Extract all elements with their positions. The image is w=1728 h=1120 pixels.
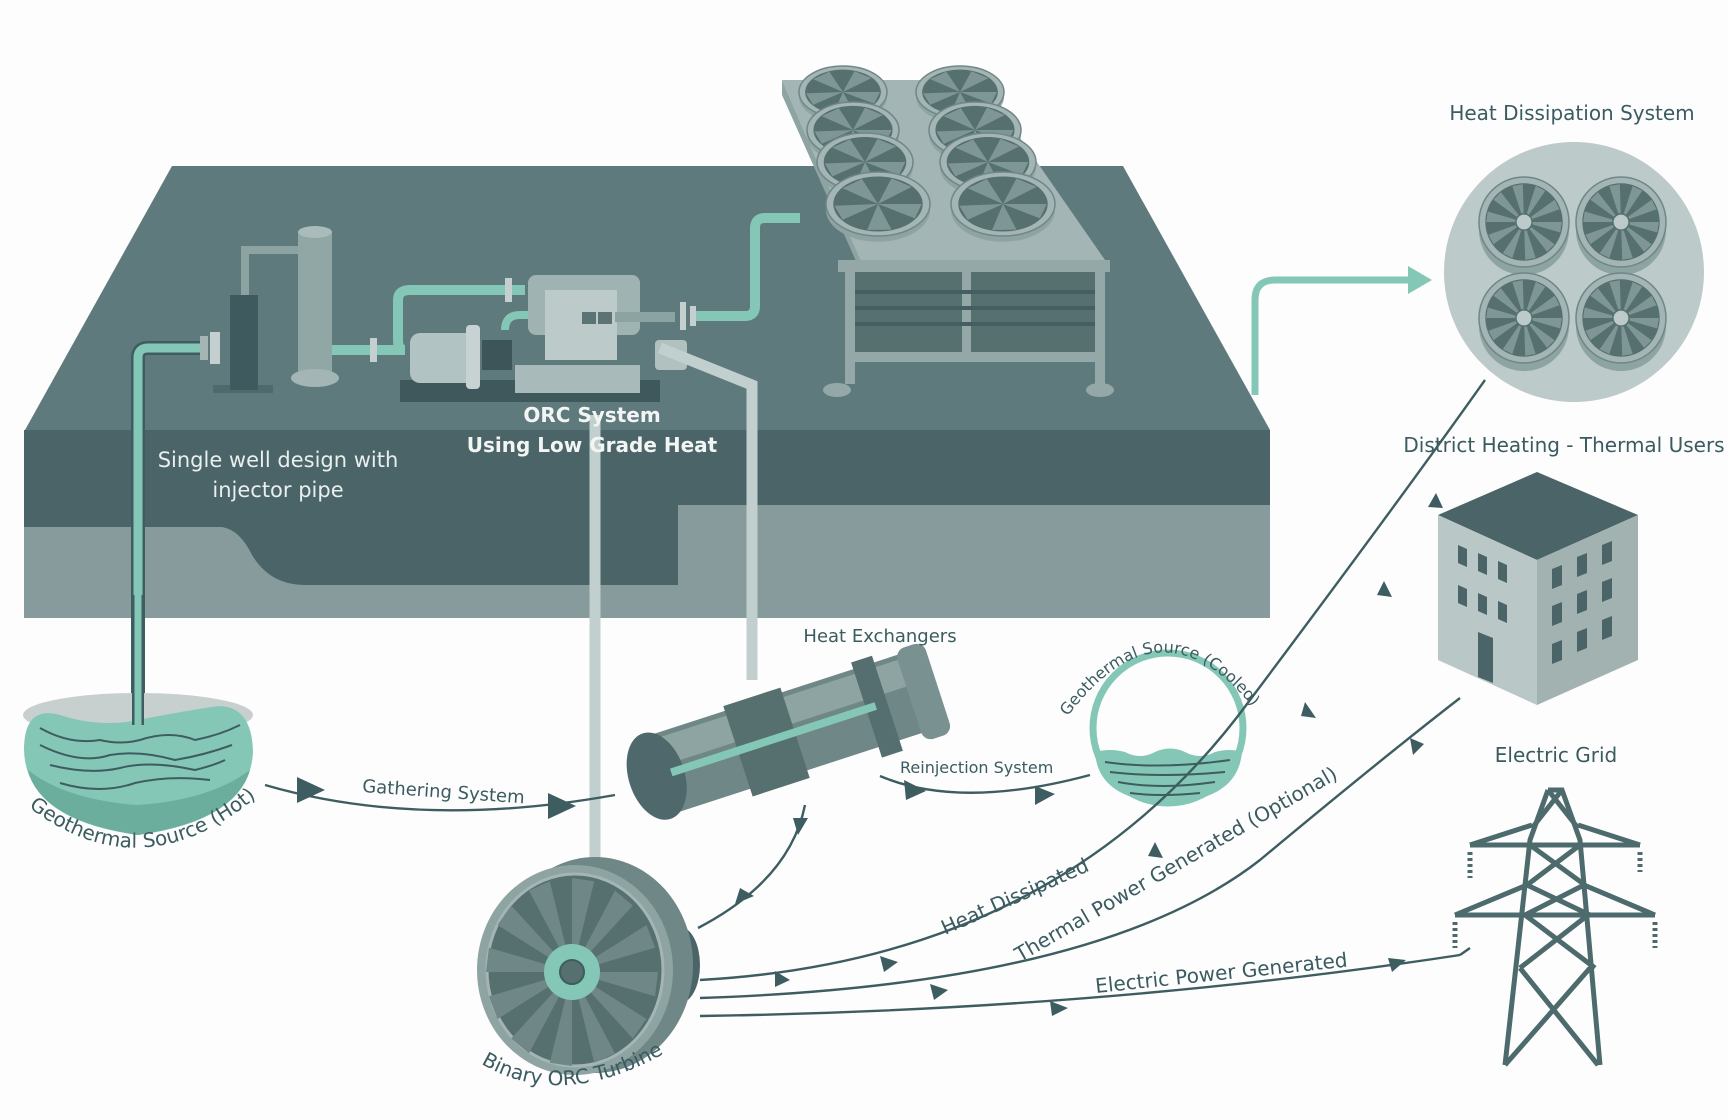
flow-arrow	[1428, 493, 1443, 508]
flow-thermal-power	[699, 697, 1461, 1000]
window	[1602, 616, 1612, 640]
flow-arrow	[930, 984, 948, 1000]
window	[1458, 585, 1467, 607]
flow-arrow	[775, 971, 790, 987]
label-single-well-line1: Single well design with	[158, 448, 399, 472]
label-single-well-line2: injector pipe	[212, 478, 343, 502]
label-orc-line2: Using Low Grade Heat	[467, 433, 718, 457]
label-orc-line1: ORC System	[523, 403, 660, 427]
binary-orc-turbine	[477, 857, 700, 1075]
heat-dissipation-system	[1444, 142, 1704, 402]
window	[1602, 541, 1612, 565]
separator-unit	[213, 226, 339, 393]
window	[1498, 561, 1507, 583]
label-electric-power: Electric Power Generated	[1094, 948, 1349, 998]
teal-pipe-segment	[332, 285, 525, 355]
window	[1552, 640, 1562, 664]
orc-plant-unit	[400, 275, 687, 402]
label-reinjection-system: Reinjection System	[900, 758, 1053, 777]
teal-arrow-to-heat-dissipation	[1251, 266, 1432, 395]
flow-heat-dissipated	[699, 379, 1486, 982]
flow-arrow	[1388, 958, 1406, 972]
fan-icon	[1478, 272, 1570, 372]
window	[1498, 601, 1507, 623]
heat-exchanger	[626, 643, 951, 820]
window	[1478, 593, 1487, 615]
flow-arrow	[904, 780, 926, 800]
fan-icon	[1478, 176, 1570, 276]
fan-icon	[825, 171, 931, 242]
electric-grid-pylon	[1452, 787, 1658, 1067]
ground-layer	[24, 505, 1270, 618]
label-heat-dissipation-system: Heat Dissipation System	[1449, 101, 1694, 125]
geothermal-source-cooled	[1089, 649, 1247, 807]
fan-icon	[1575, 272, 1667, 372]
flow-reinjection	[879, 773, 1091, 794]
pale-pipe-to-exchanger	[657, 342, 758, 680]
geothermal-source-hot	[23, 595, 253, 835]
flow-lines	[264, 379, 1486, 1018]
flow-arrow	[1410, 738, 1424, 755]
flow-arrow	[793, 818, 808, 835]
window	[1552, 602, 1562, 626]
fan-icon	[816, 132, 914, 197]
teal-pipe-to-cooler	[690, 213, 800, 321]
flow-arrow	[1035, 786, 1055, 805]
flow-arrow	[1050, 1001, 1068, 1016]
window	[1458, 545, 1467, 567]
fan-icon	[950, 171, 1056, 242]
injector-pipe	[131, 332, 220, 725]
flow-arrow	[548, 793, 576, 819]
label-electric-grid: Electric Grid	[1495, 743, 1617, 767]
window	[1552, 565, 1562, 589]
flow-electric-power	[699, 953, 1461, 1018]
flow-arrow	[297, 777, 325, 803]
flow-arrow	[1301, 702, 1316, 718]
window	[1577, 628, 1587, 652]
flow-arrow	[880, 956, 898, 972]
label-heat-exchangers: Heat Exchangers	[803, 626, 956, 647]
label-gathering-system: Gathering System	[362, 776, 526, 808]
flow-arrow	[1148, 842, 1163, 858]
flow-exchanger-to-turbine	[697, 804, 807, 930]
dry-cooler	[782, 65, 1114, 397]
flow-arrow	[1377, 581, 1392, 597]
fan-icon	[1575, 176, 1667, 276]
window	[1577, 553, 1587, 577]
window	[1602, 578, 1612, 602]
window	[1577, 590, 1587, 614]
flow-arrow	[735, 888, 754, 904]
window	[1478, 553, 1487, 575]
district-heating-building	[1438, 472, 1638, 705]
label-district-heating: District Heating - Thermal Users	[1403, 433, 1724, 457]
